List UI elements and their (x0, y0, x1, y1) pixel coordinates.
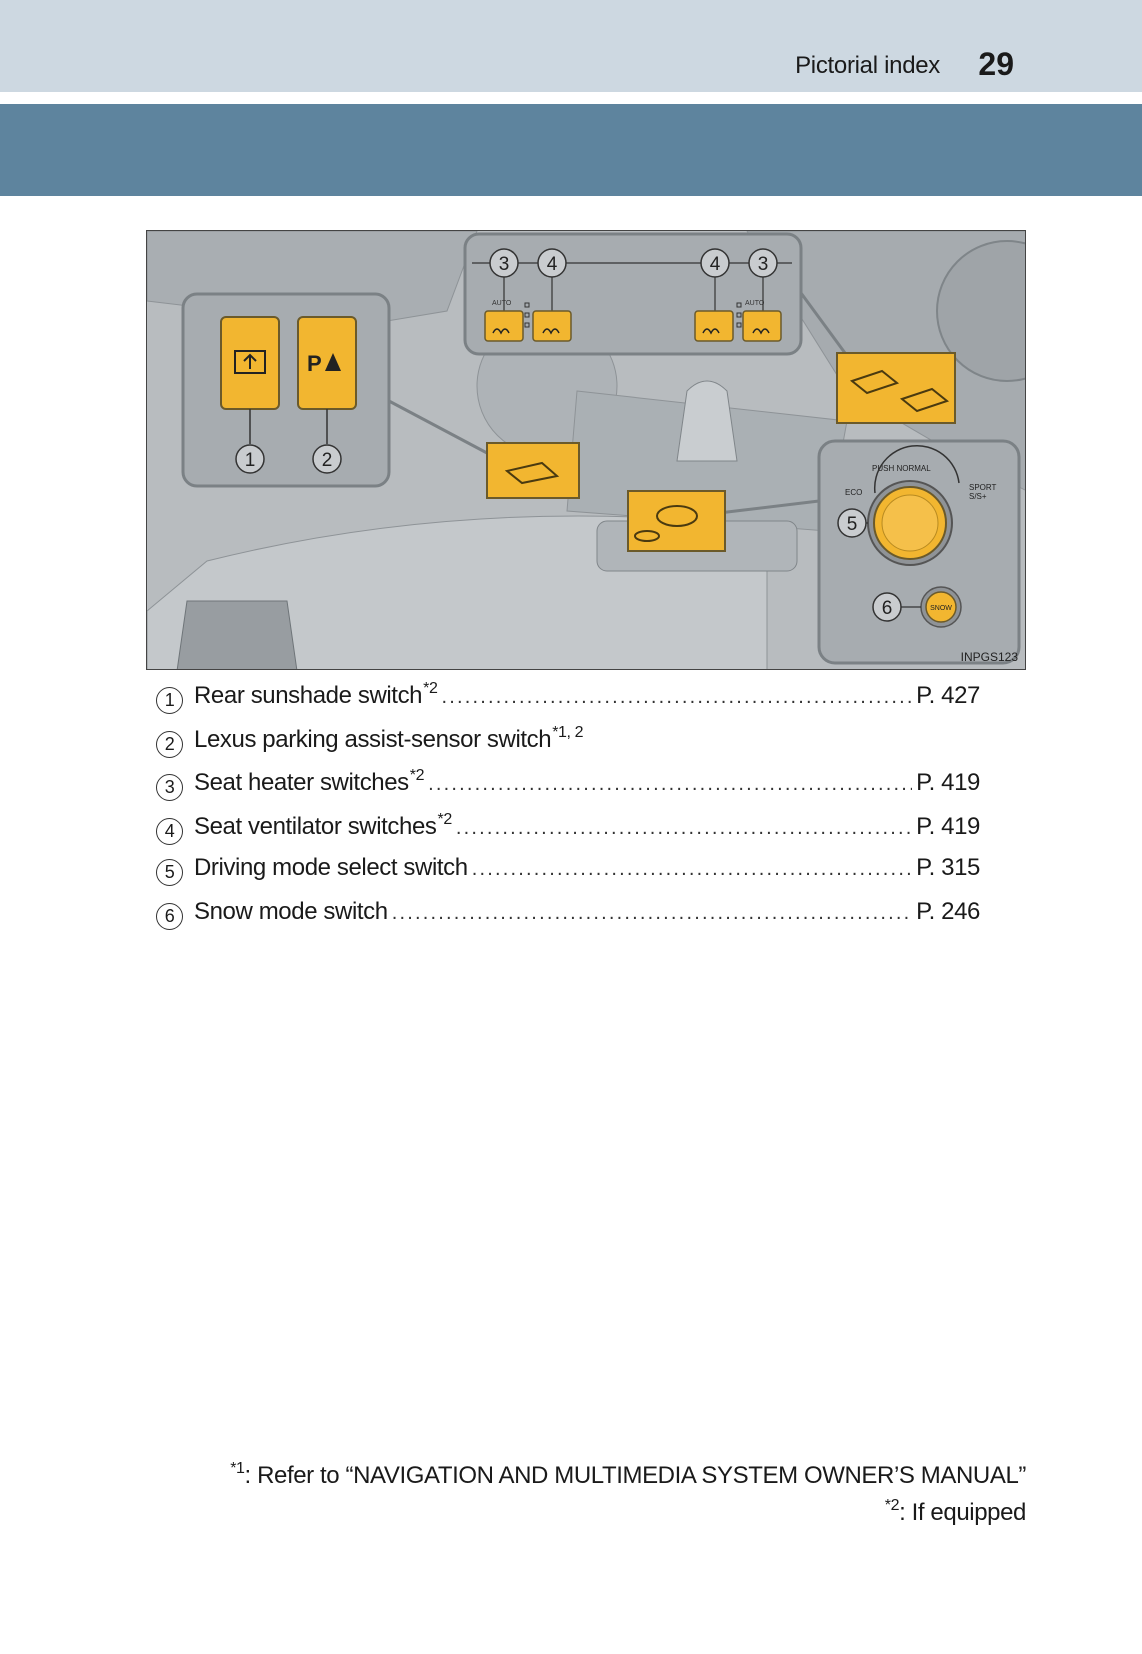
header-bar (0, 104, 1142, 196)
callout-4-left: 4 (537, 248, 567, 278)
footnote-mark: *2 (884, 1497, 900, 1514)
svg-text:P: P (307, 351, 322, 376)
svg-text:AUTO: AUTO (745, 300, 765, 307)
index-item: 1 Rear sunshade switch*2 P. 427 (156, 680, 980, 724)
callout-5: 5 (837, 508, 867, 538)
top-band (0, 0, 1142, 92)
dot-leader (441, 686, 912, 709)
item-number: 1 (156, 687, 183, 714)
pictorial-figure: P 1 2 3 4 4 3 (146, 230, 1026, 670)
footnote-text: : Refer to “NAVIGATION AND MULTIMEDIA SY… (244, 1462, 1027, 1489)
dot-leader (456, 817, 912, 840)
svg-text:1: 1 (245, 450, 256, 471)
item-note: *1, 2 (552, 723, 584, 741)
callout-6: 6 (872, 592, 902, 622)
page-reference[interactable]: P. 246 (916, 897, 980, 925)
svg-text:SNOW: SNOW (930, 605, 952, 612)
item-number: 4 (156, 817, 183, 845)
svg-text:ECO: ECO (845, 488, 862, 497)
console-illustration: P 1 2 3 4 4 3 (147, 231, 1025, 669)
item-label: Seat heater switches*2 (194, 767, 425, 796)
page-reference[interactable]: P. 427 (916, 682, 980, 709)
item-label: Driving mode select switch (194, 854, 468, 881)
section-title: Pictorial index (795, 52, 940, 79)
index-item: 5 Driving mode select switch P. 315 (156, 854, 980, 898)
item-label: Seat ventilator switches*2 (194, 810, 453, 840)
figure-label: INPGS123 (960, 650, 1018, 664)
svg-text:5: 5 (847, 514, 858, 535)
item-note: *2 (409, 767, 425, 784)
index-item: 3 Seat heater switches*2 P. 419 (156, 767, 980, 811)
page-reference[interactable]: P. 315 (916, 854, 980, 881)
callout-3-right: 3 (748, 248, 778, 278)
dot-leader (428, 773, 912, 796)
item-number: 6 (156, 902, 183, 930)
index-item: 4 Seat ventilator switches*2 P. 419 (156, 811, 980, 855)
item-label: Rear sunshade switch*2 (194, 680, 438, 709)
index-list: 1 Rear sunshade switch*2 P. 427 2 Lexus … (156, 680, 980, 941)
svg-text:3: 3 (758, 254, 769, 275)
page-number: 29 (978, 46, 1014, 82)
dot-leader (472, 858, 912, 881)
svg-text:SPORT: SPORT (969, 483, 997, 492)
footnote-text: : If equipped (899, 1499, 1026, 1526)
dot-leader (392, 902, 912, 925)
item-number: 2 (156, 730, 183, 758)
index-item: 2 Lexus parking assist-sensor switch*1, … (156, 724, 980, 768)
callout-4-right: 4 (700, 248, 730, 278)
callout-2: 2 (312, 444, 342, 474)
svg-text:S/S+: S/S+ (969, 492, 987, 501)
item-note: *2 (437, 810, 453, 828)
item-note: *2 (423, 680, 438, 697)
svg-text:2: 2 (322, 450, 333, 471)
callout-1: 1 (235, 444, 265, 474)
page-reference[interactable]: P. 419 (916, 769, 980, 796)
svg-text:4: 4 (710, 254, 721, 275)
svg-text:6: 6 (882, 598, 893, 619)
page-reference[interactable]: P. 419 (916, 812, 980, 840)
item-number: 5 (156, 859, 183, 886)
svg-text:4: 4 (547, 254, 558, 275)
svg-text:3: 3 (499, 254, 510, 275)
index-item: 6 Snow mode switch P. 246 (156, 898, 980, 942)
footnote-1: *1: Refer to “NAVIGATION AND MULTIMEDIA … (230, 1460, 1026, 1490)
svg-text:PUSH NORMAL: PUSH NORMAL (872, 464, 931, 473)
footnote-mark: *1 (230, 1460, 245, 1477)
item-label: Snow mode switch (194, 897, 388, 925)
item-label: Lexus parking assist-sensor switch*1, 2 (194, 723, 584, 753)
svg-text:AUTO: AUTO (492, 300, 512, 307)
item-number: 3 (156, 774, 183, 801)
footnote-2: *2: If equipped (884, 1497, 1027, 1527)
callout-3-left: 3 (489, 248, 519, 278)
